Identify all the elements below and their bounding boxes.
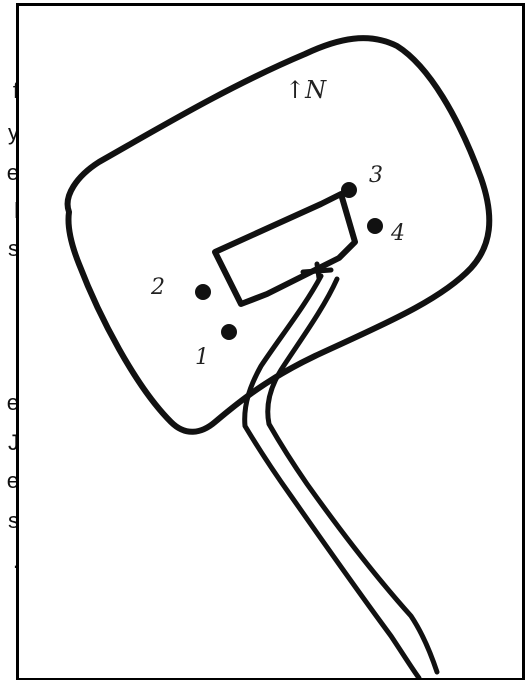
point-4-dot [367,218,383,234]
cable-strand-left [245,276,419,678]
point-2-dot [195,284,211,300]
point-4: 4 [367,218,405,246]
point-3-label: 3 [369,163,383,188]
north-label: ↑N [285,76,327,104]
sketch-frame: ↑N 1 2 3 4 [16,3,525,680]
point-2-label: 2 [150,275,165,300]
point-1-dot [221,324,237,340]
point-3-dot [341,182,357,198]
point-3: 3 [341,163,383,198]
point-2: 2 [150,275,211,300]
cable [245,276,437,678]
point-4-label: 4 [390,221,405,246]
hand-drawn-sketch: ↑N 1 2 3 4 [19,6,522,678]
point-1-label: 1 [195,345,209,370]
point-1: 1 [195,324,237,370]
north-indicator: ↑N [285,76,327,104]
device-body [68,38,490,432]
